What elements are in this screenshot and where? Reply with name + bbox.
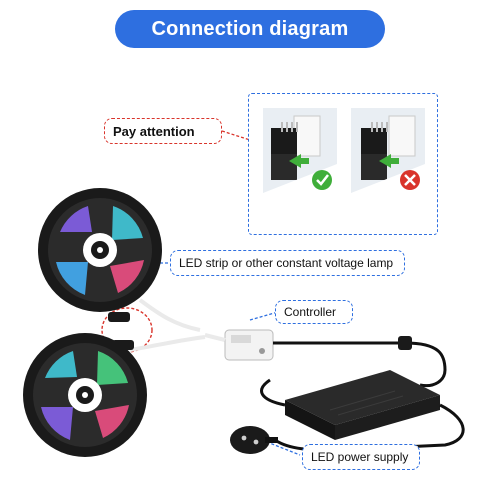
- pay-attention-leader: [221, 130, 251, 141]
- jack-bottom: [112, 340, 134, 350]
- diagram-title: Connection diagram: [115, 10, 385, 48]
- correct-panel: [263, 108, 337, 193]
- led-reel-top: [38, 188, 162, 312]
- controller-callout: Controller: [275, 300, 353, 324]
- check-icon: [312, 170, 332, 190]
- controller-device: [204, 329, 300, 361]
- led-reel-bottom: [23, 333, 147, 457]
- strip-lead-bottom: [129, 335, 206, 352]
- strip-lead-top: [138, 298, 201, 332]
- arrow-icon: [289, 154, 309, 168]
- power-adapter: [285, 370, 440, 440]
- dc-cable: [300, 341, 447, 388]
- jack-top: [108, 312, 130, 322]
- arrow-icon: [379, 154, 399, 168]
- led-strip-callout: LED strip or other constant voltage lamp: [170, 250, 405, 276]
- connection-inset: [248, 93, 438, 235]
- pay-attention-callout: Pay attention: [104, 118, 222, 144]
- ac-cable: [260, 378, 286, 407]
- wrong-panel: [351, 108, 425, 193]
- power-supply-callout: LED power supply: [302, 444, 420, 470]
- ferrite-bead: [398, 336, 412, 350]
- eu-plug: [230, 426, 278, 454]
- controller-leader: [249, 311, 279, 321]
